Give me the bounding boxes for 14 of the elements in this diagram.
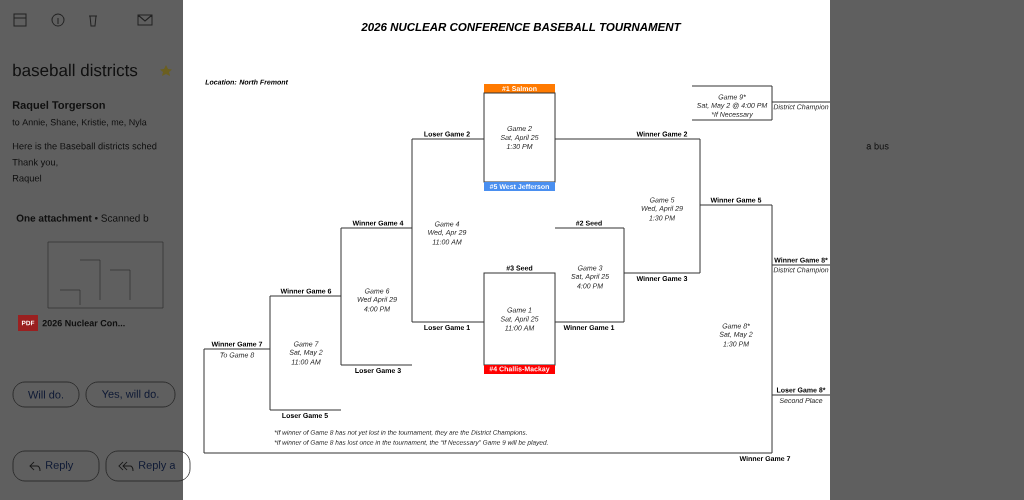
reply-button: Reply	[12, 450, 100, 482]
email-body-line: a bus	[866, 142, 889, 150]
attachment-name: 2026 Nuclear Con...	[42, 319, 125, 327]
reply-suggestion-chip: Will do.	[12, 381, 80, 408]
reply-suggestion-chip: Yes, will do.	[85, 381, 176, 408]
sender-name: Raquel Torgerson	[12, 100, 105, 112]
attachment-heading: One attachment • Scanned b	[16, 214, 149, 222]
reply-all-button: Reply a	[105, 450, 191, 482]
email-body-line: Thank you,	[12, 158, 58, 168]
email-body-line: Raquel	[12, 174, 42, 184]
recipient-line: to Annie, Shane, Kristie, me, Nyla	[12, 118, 147, 128]
tournament-title: 2026 NUCLEAR CONFERENCE BASEBALL TOURNAMENT	[361, 22, 682, 32]
email-body-line: Here is the Baseball districts sched	[12, 142, 157, 150]
email-subject: baseball districts	[13, 63, 138, 77]
